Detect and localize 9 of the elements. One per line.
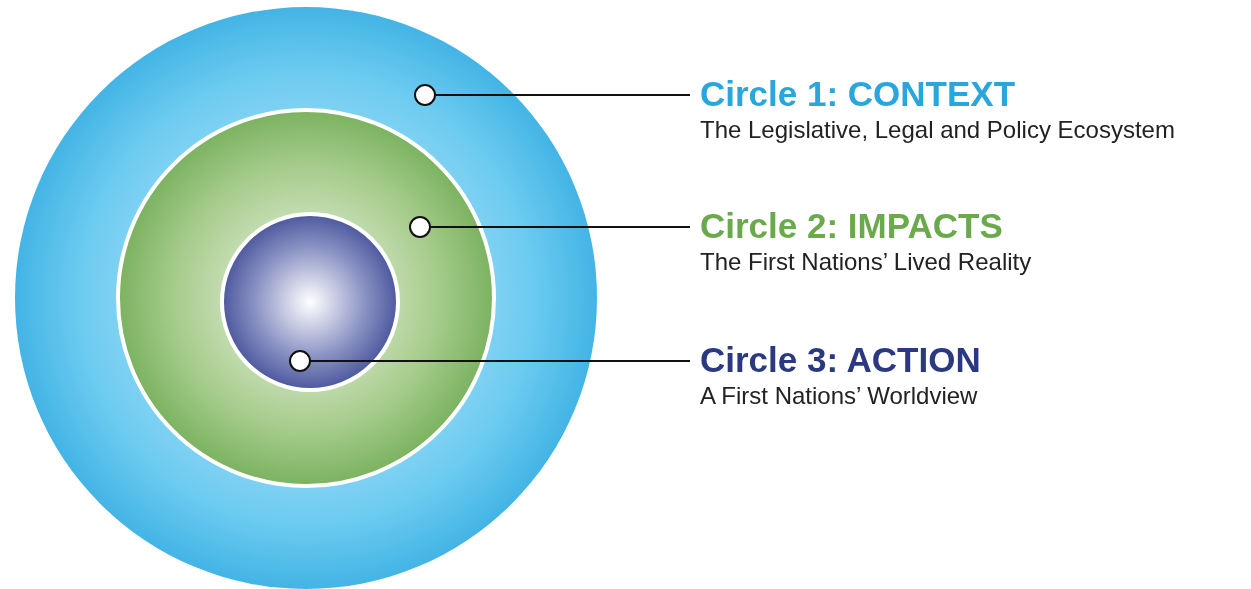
leader-line: [289, 350, 691, 372]
circle-subtitle: A First Nations’ Worldview: [700, 381, 979, 411]
circle-subtitle: The Legislative, Legal and Policy Ecosystem: [700, 115, 1175, 145]
leader-line: [414, 84, 691, 106]
circle-subtitle: The First Nations’ Lived Reality: [700, 247, 1032, 277]
circle-heading: Circle 2: IMPACTS: [700, 206, 1004, 246]
circle-heading: Circle 1: CONTEXT: [700, 74, 1017, 114]
circle-heading: Circle 3: ACTION: [700, 340, 981, 380]
leader-line: [409, 216, 691, 238]
